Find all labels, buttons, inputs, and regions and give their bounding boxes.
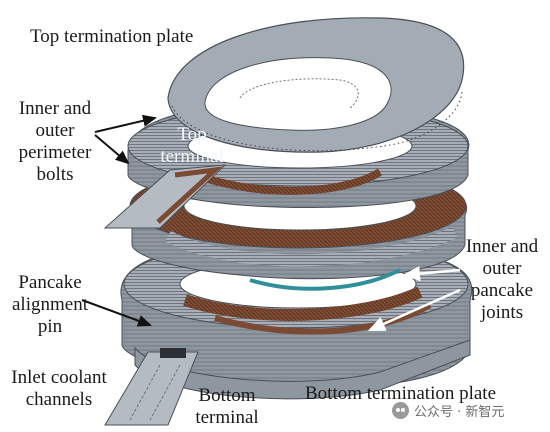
pancake-pin-label-line1: Pancake <box>18 272 82 293</box>
bottom-terminal-label-line2: terminal <box>195 407 259 428</box>
perimeter-bolts-label-line1: Inner and <box>18 98 92 119</box>
pancake-joints-label: Inner and outer pancake joints <box>458 236 546 324</box>
pancake-alignment-pin-label: Pancake alignment pin <box>2 272 98 338</box>
top-termination-plate-label: Top termination plate <box>30 26 194 47</box>
perimeter-bolts-label: Inner and outer perimeter bolts <box>10 98 100 186</box>
perimeter-bolts-label-line4: bolts <box>36 164 74 185</box>
annotation-arrows <box>81 114 461 332</box>
top-terminal-label: Top terminal <box>150 124 234 168</box>
bottom-terminal-label-line1: Bottom <box>198 385 256 406</box>
bottom-termination-plate-label: Bottom termination plate <box>305 383 497 404</box>
pancake-pin-label-line2: alignment <box>12 294 88 315</box>
pancake-joints-label-line4: joints <box>480 302 524 323</box>
inlet-coolant-label-line1: Inlet coolant <box>11 367 107 388</box>
pancake-joints-label-line1: Inner and <box>465 236 539 257</box>
perimeter-bolts-label-line3: perimeter <box>18 142 92 163</box>
pancake-pin-label-line3: pin <box>37 316 63 337</box>
pancake-joints-label-line2: outer <box>482 258 522 279</box>
inlet-coolant-channels-label: Inlet coolant channels <box>0 367 118 411</box>
perimeter-bolts-label-line2: outer <box>35 120 75 141</box>
watermark: 公众号 · 新智元 <box>392 401 504 420</box>
bottom-terminal-lead <box>104 348 199 426</box>
top-termination-plate <box>167 17 465 153</box>
pancake-joints-label-line3: pancake <box>470 280 534 301</box>
top-terminal-label-line1: Top <box>177 124 207 145</box>
inlet-coolant-label-line2: channels <box>25 389 93 410</box>
bottom-termination-plate <box>134 339 471 400</box>
bottom-terminal-label: Bottom terminal <box>185 385 269 429</box>
top-terminal-label-line2: terminal <box>160 146 224 167</box>
watermark-text: 公众号 · 新智元 <box>414 405 505 420</box>
wechat-icon <box>392 402 409 419</box>
top-terminal-lead <box>103 164 227 229</box>
